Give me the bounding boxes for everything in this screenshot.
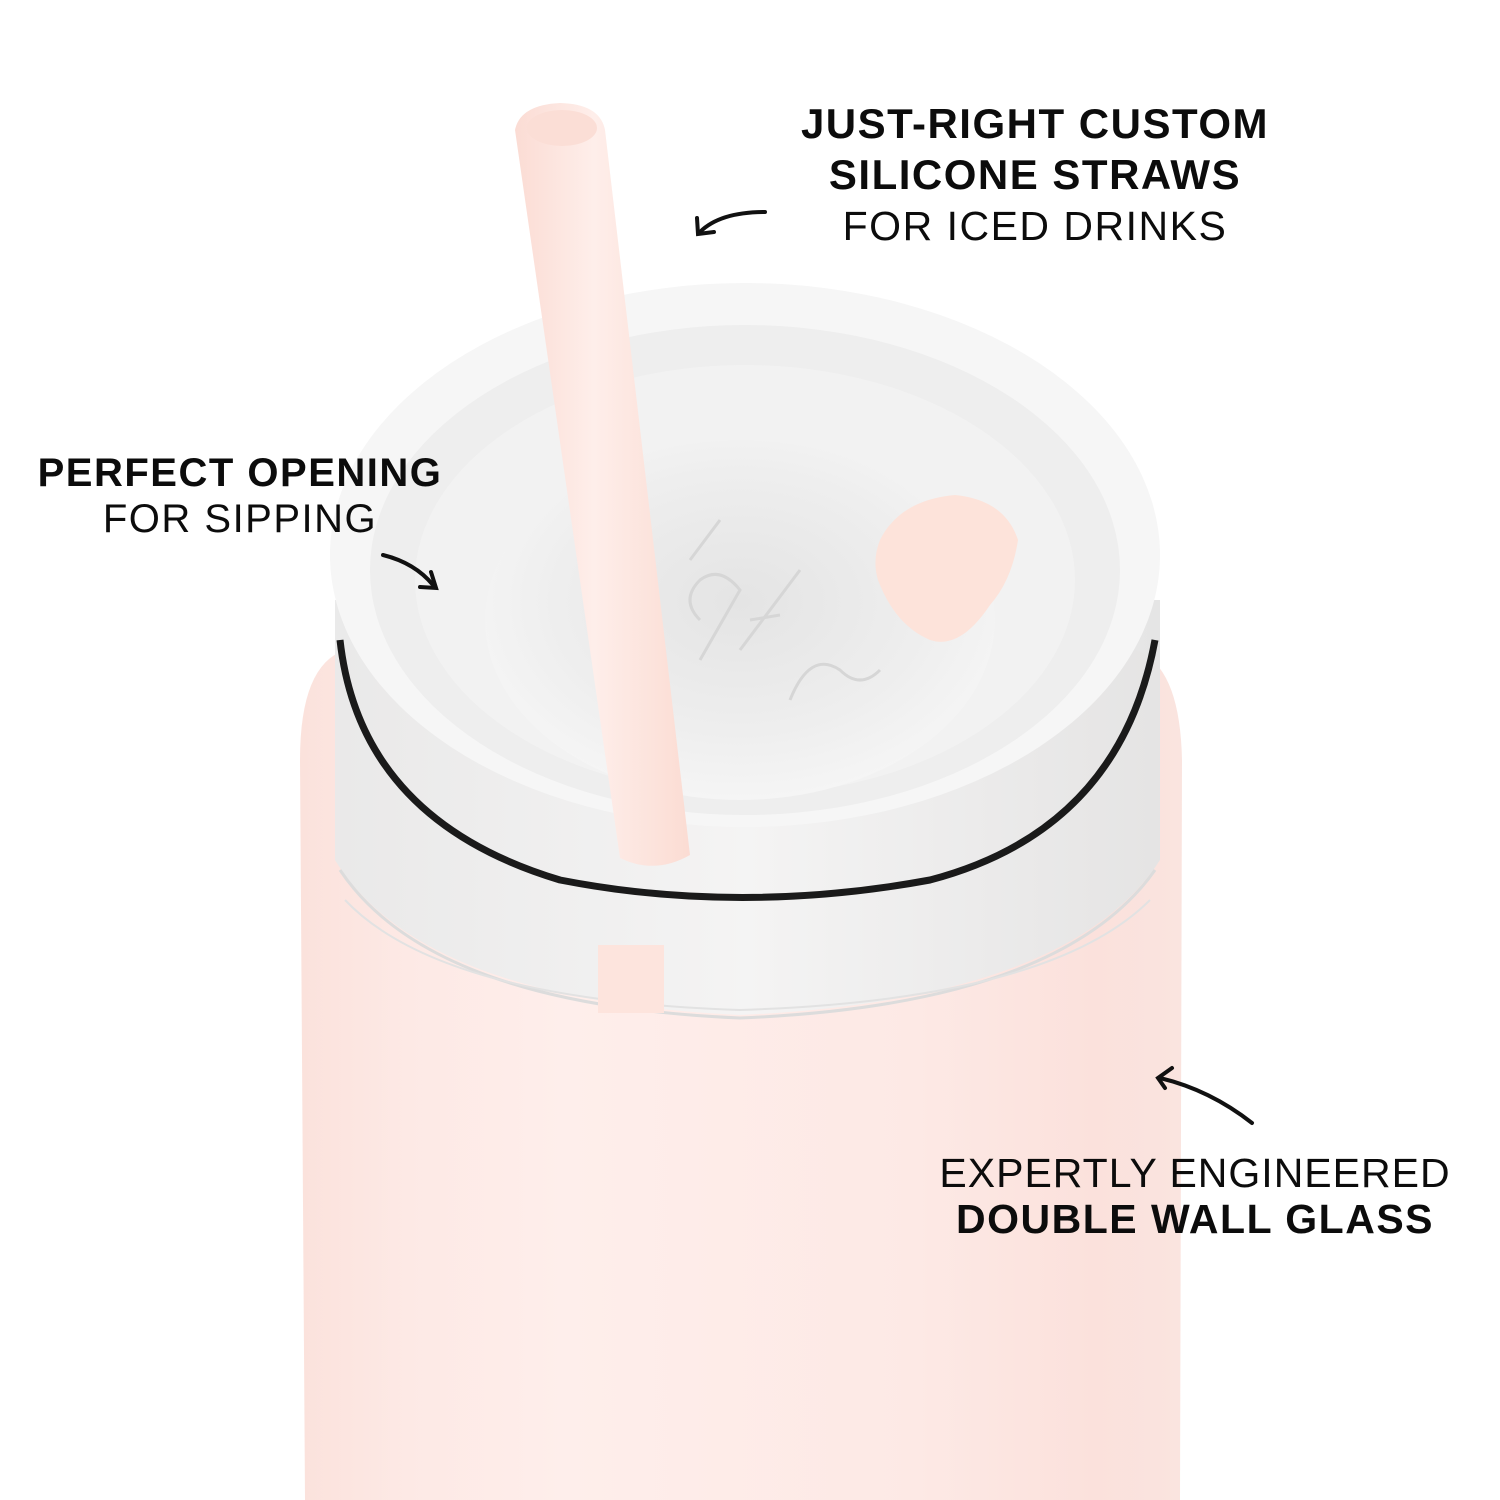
sip-plug [875, 495, 1018, 642]
callout-glass: EXPERTLY ENGINEERED DOUBLE WALL GLASS [905, 1150, 1485, 1242]
callout-straws-line3: FOR ICED DRINKS [842, 203, 1228, 249]
callout-opening-line2: FOR SIPPING [102, 497, 378, 541]
silicone-straw [515, 103, 690, 866]
callout-opening: PERFECT OPENING FOR SIPPING [10, 452, 470, 544]
callout-straws-line1: JUST-RIGHT CUSTOM [800, 100, 1270, 147]
callout-straws-line2: SILICONE STRAWS [828, 151, 1242, 198]
arrow-curved-down-right-icon [381, 553, 439, 591]
callout-opening-line1: PERFECT OPENING [37, 451, 443, 495]
rim-seal [336, 639, 1159, 901]
callout-glass-line1: EXPERTLY ENGINEERED [939, 1150, 1451, 1196]
callout-straws: JUST-RIGHT CUSTOM SILICONE STRAWS FOR IC… [780, 98, 1290, 252]
arrow-curved-up-left-icon [1155, 1066, 1254, 1125]
callout-glass-line2: DOUBLE WALL GLASS [955, 1196, 1435, 1242]
arrow-curved-left-icon [695, 210, 767, 237]
